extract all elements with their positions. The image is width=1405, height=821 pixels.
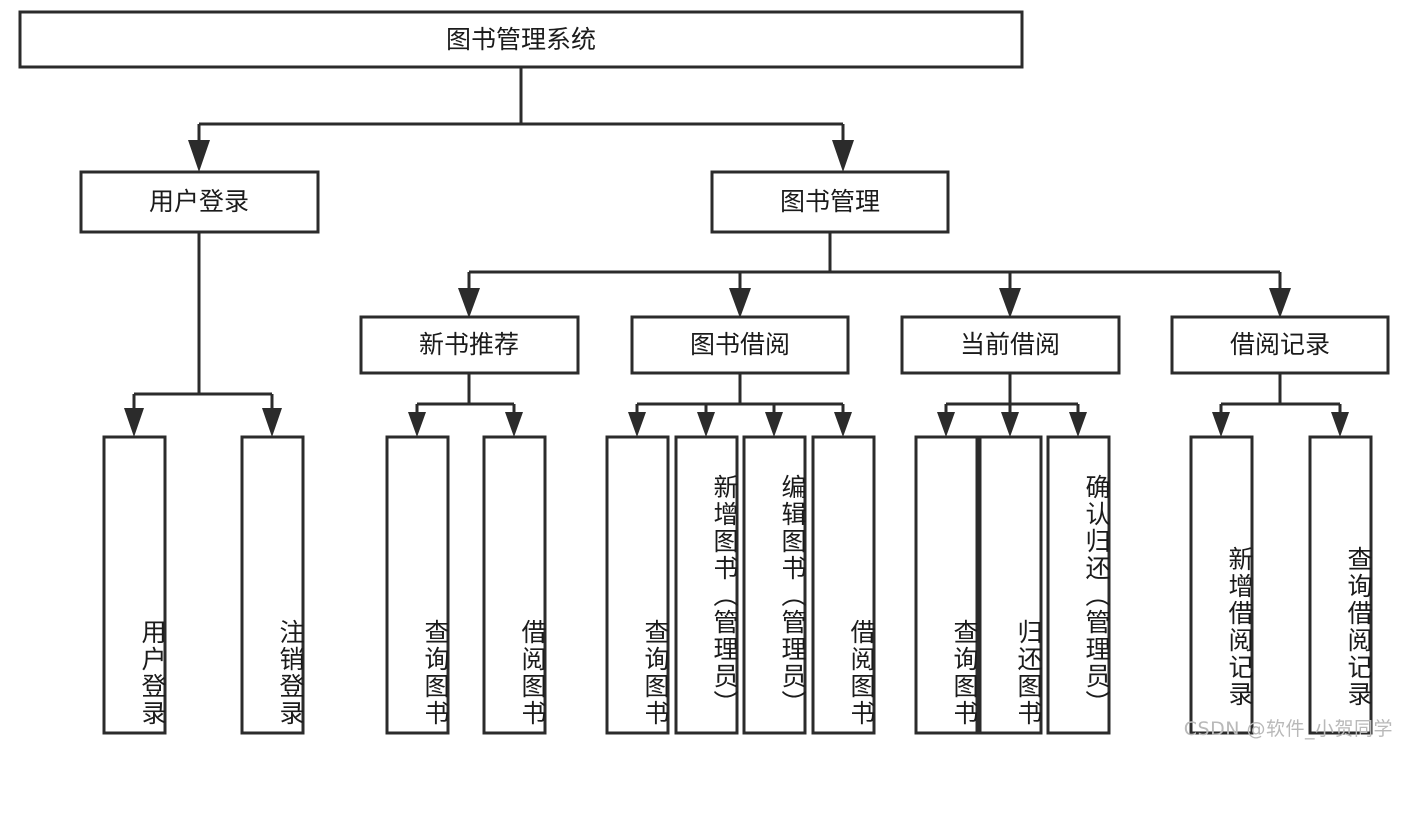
arrow-to-leaf-confirm-return bbox=[1069, 412, 1087, 437]
arrow-to-leaf-query-book-3 bbox=[937, 412, 955, 437]
arrow-to-leaf-user-login bbox=[124, 408, 144, 437]
node-leaf-query-book-1[interactable] bbox=[385, 435, 450, 735]
arrow-to-leaf-return-book bbox=[1001, 412, 1019, 437]
arrow-to-current-borrow bbox=[999, 288, 1021, 318]
connector-userlogin-to-leaves bbox=[124, 232, 282, 437]
node-current-borrow-label: 当前借阅 bbox=[960, 330, 1060, 359]
node-leaf-add-book[interactable] bbox=[674, 435, 739, 735]
node-leaf-user-login[interactable] bbox=[102, 435, 167, 735]
node-leaf-add-record[interactable] bbox=[1189, 435, 1254, 735]
node-leaf-logout-login[interactable] bbox=[240, 435, 305, 735]
node-leaf-confirm-return[interactable] bbox=[1046, 435, 1111, 735]
connector-newbook-to-leaves bbox=[408, 373, 523, 437]
arrow-to-leaf-borrow-book-1 bbox=[505, 412, 523, 437]
arrow-to-book-borrow bbox=[729, 288, 751, 318]
node-leaf-return-book[interactable] bbox=[978, 435, 1043, 735]
arrow-to-leaf-query-book-1 bbox=[408, 412, 426, 437]
arrow-to-borrow-record bbox=[1269, 288, 1291, 318]
node-leaf-query-record[interactable] bbox=[1308, 435, 1373, 735]
connector-bookborrow-to-leaves bbox=[628, 373, 852, 437]
arrow-to-new-book-recommend bbox=[458, 288, 480, 318]
node-leaf-borrow-book-2[interactable] bbox=[811, 435, 876, 735]
node-new-book-recommend[interactable]: 新书推荐 bbox=[359, 315, 580, 375]
connector-bookmanage-to-level3 bbox=[458, 232, 1291, 318]
node-user-login[interactable]: 用户登录 bbox=[79, 170, 320, 234]
node-book-manage[interactable]: 图书管理 bbox=[710, 170, 950, 234]
diagram-canvas: 图书管理系统 用户登录 图书管理 新书推荐 图书借阅 当前借阅 借阅记录 bbox=[18, 10, 1390, 735]
node-new-book-recommend-label: 新书推荐 bbox=[419, 330, 519, 359]
node-borrow-record[interactable]: 借阅记录 bbox=[1170, 315, 1390, 375]
node-leaf-borrow-book-1[interactable] bbox=[482, 435, 547, 735]
node-root-label: 图书管理系统 bbox=[446, 25, 596, 54]
hierarchy-diagram: 图书管理系统 用户登录 图书管理 新书推荐 图书借阅 当前借阅 借阅记录 bbox=[18, 10, 1393, 740]
node-root[interactable]: 图书管理系统 bbox=[18, 10, 1024, 69]
node-book-borrow-label: 图书借阅 bbox=[690, 330, 790, 359]
arrow-to-leaf-add-record bbox=[1212, 412, 1230, 437]
arrow-to-leaf-query-book-2 bbox=[628, 412, 646, 437]
arrow-to-user-login bbox=[188, 140, 210, 172]
connector-borrowrecord-to-leaves bbox=[1212, 373, 1349, 437]
arrow-to-book-manage bbox=[832, 140, 854, 172]
node-user-login-label: 用户登录 bbox=[149, 187, 249, 216]
node-current-borrow[interactable]: 当前借阅 bbox=[900, 315, 1121, 375]
node-book-borrow[interactable]: 图书借阅 bbox=[630, 315, 850, 375]
node-borrow-record-label: 借阅记录 bbox=[1230, 330, 1330, 359]
arrow-to-leaf-query-record bbox=[1331, 412, 1349, 437]
arrow-to-leaf-add-book bbox=[697, 412, 715, 437]
csdn-watermark: CSDN @软件_小贺同学 bbox=[1183, 718, 1393, 740]
arrow-to-leaf-borrow-book-2 bbox=[834, 412, 852, 437]
node-book-manage-label: 图书管理 bbox=[780, 187, 880, 216]
arrow-to-leaf-edit-book bbox=[765, 412, 783, 437]
node-leaf-edit-book[interactable] bbox=[742, 435, 807, 735]
node-leaf-query-book-3[interactable] bbox=[914, 435, 979, 735]
node-leaf-query-book-2[interactable] bbox=[605, 435, 670, 735]
connector-root-to-level2 bbox=[188, 67, 854, 172]
arrow-to-leaf-logout-login bbox=[262, 408, 282, 437]
connector-currentborrow-to-leaves bbox=[937, 373, 1087, 437]
